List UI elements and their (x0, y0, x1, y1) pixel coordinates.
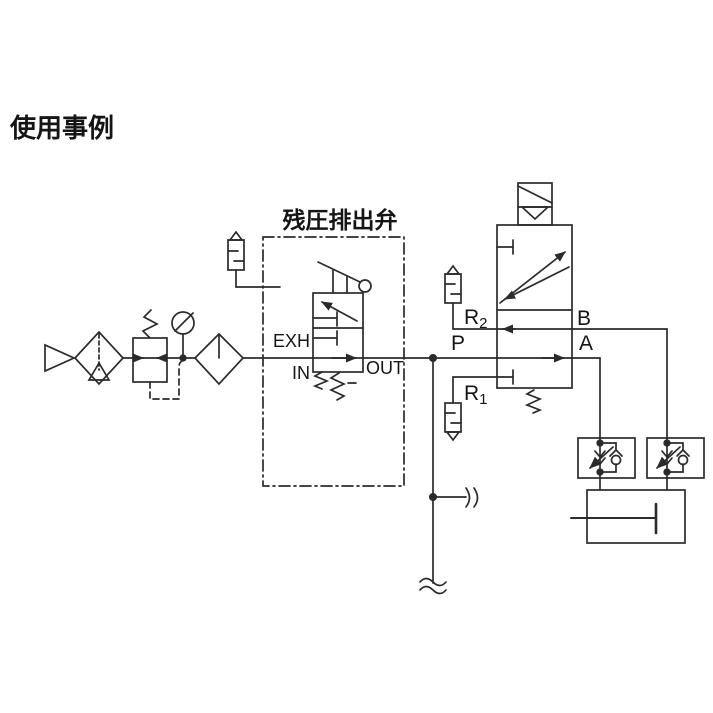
r2-silencer-icon (445, 264, 461, 275)
port-label-r2: R2 (464, 306, 488, 332)
line-break-icon (465, 487, 479, 508)
residual-pressure-valve (312, 261, 372, 401)
speed-controller-right (646, 437, 705, 479)
r1-silencer-icon (444, 402, 462, 433)
roller-lever-icon (317, 261, 372, 294)
port-label-a: A (579, 332, 593, 355)
pressure-gauge-icon (171, 311, 195, 362)
check-valve-icon (610, 454, 622, 466)
exhaust-valve-dashed-box (262, 236, 405, 487)
regulator-icon (132, 309, 186, 400)
supply-branch-line (419, 353, 479, 595)
air-source-icon (44, 343, 77, 373)
port-label-exh: EXH (273, 331, 310, 351)
speed-controller-left (577, 437, 636, 479)
valve-return-spring (312, 371, 357, 401)
port-label-b: B (577, 307, 591, 330)
air-cylinder (570, 489, 686, 544)
exhaust-valve-box-label: 残圧排出弁 (283, 207, 398, 233)
valve-return-spring (524, 389, 543, 414)
port-label-p: P (451, 332, 465, 355)
port-label-r1: R1 (464, 382, 488, 408)
port-label-in: IN (292, 363, 310, 383)
regulator-spring (141, 309, 159, 339)
line-continuation-icon (419, 577, 447, 595)
lubricator-icon (193, 332, 245, 386)
r1-port-line (444, 376, 514, 442)
solenoid-icon (517, 182, 553, 226)
exh-silencer-icon (227, 230, 281, 288)
check-valve-icon (677, 454, 689, 466)
junction-dot (179, 354, 187, 362)
page-title: 使用事例 (9, 113, 114, 143)
air-filter-icon (73, 330, 125, 386)
r2-port-line (444, 264, 668, 491)
solenoid-valve (496, 182, 573, 414)
port-label-out: OUT (366, 358, 404, 378)
